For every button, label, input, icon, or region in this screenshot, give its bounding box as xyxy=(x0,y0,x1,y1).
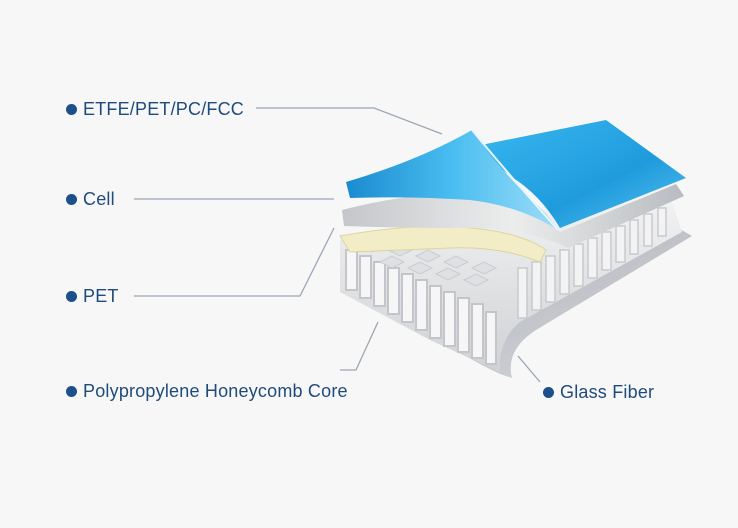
bullet-dot xyxy=(66,194,77,205)
label-pet-text: PET xyxy=(83,286,119,306)
cell-layer xyxy=(342,184,684,248)
label-core: Polypropylene Honeycomb Core xyxy=(66,381,348,402)
leader-line-etfe xyxy=(256,107,443,135)
label-etfe: ETFE/PET/PC/FCC xyxy=(66,99,244,120)
bullet-dot xyxy=(66,386,77,397)
leader-line-pet xyxy=(134,227,335,297)
label-pet: PET xyxy=(66,286,119,307)
bullet-dot xyxy=(66,104,77,115)
top-layer-flat xyxy=(476,120,686,228)
label-glass-fiber: Glass Fiber xyxy=(543,382,654,403)
label-glass-text: Glass Fiber xyxy=(560,382,655,402)
leader-line-glass xyxy=(517,355,541,383)
leader-lines xyxy=(134,107,541,383)
label-etfe-text: ETFE/PET/PC/FCC xyxy=(83,99,245,119)
bullet-dot xyxy=(543,387,554,398)
bullet-dot xyxy=(66,291,77,302)
label-cell-text: Cell xyxy=(83,189,115,209)
top-layer-curl xyxy=(346,130,558,230)
label-cell: Cell xyxy=(66,189,115,210)
leader-line-core xyxy=(340,321,379,371)
label-core-text: Polypropylene Honeycomb Core xyxy=(83,381,348,401)
